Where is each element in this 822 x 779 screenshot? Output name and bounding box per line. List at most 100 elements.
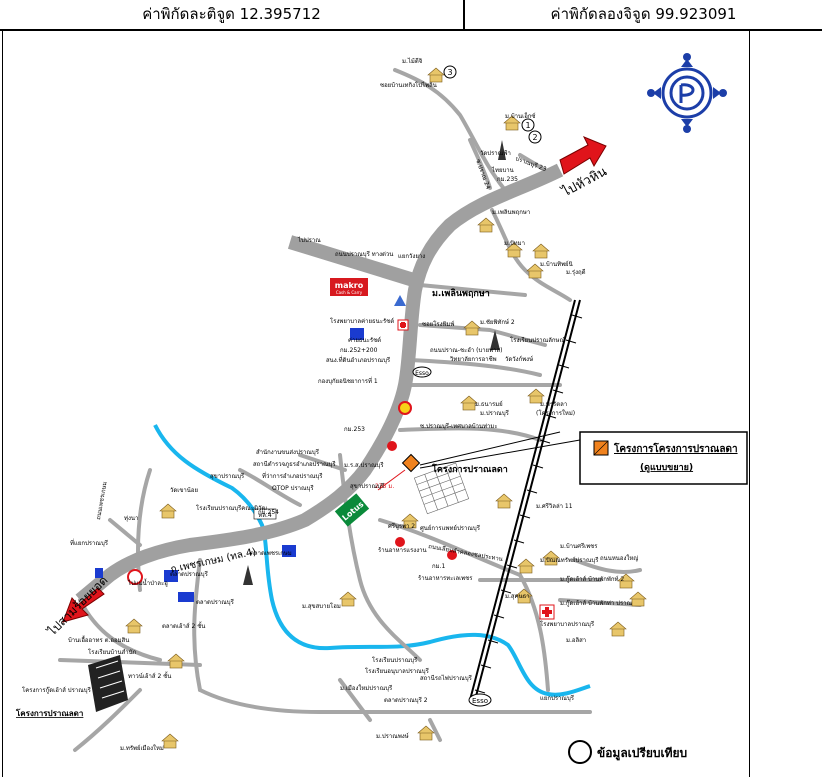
label-phetkasem-market: ตลาดเพชรเกษม bbox=[250, 550, 292, 557]
label-good-house-2: ม.กู๊ดเฮ้าส์ บ้านพักพักท์ 2 bbox=[560, 575, 624, 583]
house-icon bbox=[517, 558, 535, 574]
label-phetkasem-road: ถนนเพชรเกษม bbox=[95, 481, 109, 520]
label-pran-school: โรงเรียนปราณลักษณ์ bbox=[510, 336, 565, 344]
label-alisa: ม.อลิสา bbox=[566, 637, 586, 644]
label-medical-center: ศูนย์การแพทย์ปราณบุรี bbox=[420, 524, 481, 532]
house-icon bbox=[617, 573, 635, 589]
esso-label-2: Esso bbox=[472, 697, 488, 705]
makro-store: makro Cash & Carry bbox=[330, 278, 368, 296]
house-icon bbox=[161, 733, 179, 749]
label-km-254: กม.254 bbox=[258, 509, 279, 516]
label-thung-na: ทุ่งนา bbox=[124, 515, 138, 522]
makro-logo-text: makro bbox=[335, 281, 364, 290]
house-icon bbox=[542, 550, 560, 566]
label-pran-bypass: ถนนปราณบุรี ทางด่วน bbox=[335, 250, 393, 258]
house-icon bbox=[401, 513, 419, 529]
esso-station-2: Esso bbox=[468, 693, 492, 707]
marker-1: 1 bbox=[521, 118, 535, 132]
label-km-235: กม.235 bbox=[497, 176, 518, 183]
label-soi-printing: ซอยโรงพิมพ์ bbox=[422, 320, 454, 328]
label-ban-sri-phet: ม.บ้านศรีเพชร bbox=[560, 542, 598, 550]
project-box-sub: (ดูแบบขยาย) bbox=[640, 463, 693, 473]
label-km-253: กม.253 bbox=[344, 426, 365, 433]
minor-roads bbox=[58, 68, 642, 752]
label-wat-pran-fa: วัดปราณฟ้า bbox=[480, 150, 511, 157]
house-icon bbox=[460, 395, 478, 411]
label-townhouse-market: ตลาดเฮ้าส์ 2 ชั้น bbox=[162, 620, 205, 630]
latitude-label: ค่าพิกัดละติจูด 12.395712 bbox=[142, 5, 321, 23]
house-icon bbox=[463, 320, 481, 336]
label-nong-yai: ถนนหนองใหญ่ bbox=[600, 554, 638, 562]
label-km-1: กม.1 bbox=[432, 563, 445, 570]
label-pran-hospital: โรงพยาบาลปราณบุรี bbox=[540, 620, 595, 628]
house-icon bbox=[629, 591, 647, 607]
esso-label-1: Esso bbox=[415, 370, 429, 377]
label-vocational: วิทยาลัยการอาชีพ bbox=[449, 355, 496, 363]
label-km-252: กม.252+200 bbox=[340, 347, 378, 354]
label-thanarat-hospital: โรงพยาบาลค่ายธนะรัชต์ bbox=[330, 317, 394, 325]
label-wat-wang: วัดวังก์พงษ์ bbox=[505, 355, 533, 363]
label-rs-pran: ม.ร.ส.ปราณบุรี bbox=[344, 461, 384, 469]
house-icon bbox=[526, 263, 544, 279]
label-pran-school-2: โรงเรียนปราณบุรี bbox=[372, 656, 418, 664]
arrow-to-sam-roi-yot bbox=[62, 587, 105, 623]
label-restaurant-2: ร้านอาหารทะเลเพชร bbox=[418, 575, 473, 582]
longitude-label: ค่าพิกัดลองจิจูด 99.923091 bbox=[550, 5, 737, 23]
label-sukha-2: สุขาปราณบุรี bbox=[210, 472, 245, 480]
label-pranlada-project: โครงการปราณลดา bbox=[15, 708, 83, 718]
label-sriburapha: ศรีบูรพา 2 bbox=[388, 522, 415, 530]
project-callout[interactable]: โครงการโครงการปราณลดา (ดูแบบขยาย) bbox=[579, 431, 748, 485]
government-icons bbox=[95, 328, 364, 602]
label-ban-thip: ม.บ้านทิพย์นิ bbox=[540, 260, 573, 268]
label-pannasap: ม.ปัณณทรัพย์ปราณบุรี bbox=[540, 556, 599, 564]
label-yaek-pran-2: แยกปราณบุรี bbox=[540, 694, 575, 702]
label-thanarat-camp: ค่ายธนะรัชต์ bbox=[348, 336, 381, 344]
map-frame bbox=[2, 31, 750, 777]
label-ban-x: ม.บ้านเอ็กซ์ bbox=[505, 111, 536, 120]
house-icon bbox=[159, 503, 177, 519]
label-pranpong: ม.ปราณพงษ์ bbox=[376, 732, 409, 740]
label-soi-ban-tek: ซอยบ้านเทกิงโบ่ไพลิน bbox=[380, 81, 437, 89]
label-pran-cha-am: ถนนปราณ-ชะอำ (บายพาส) bbox=[430, 347, 503, 354]
project-distance: 275 ม. bbox=[375, 483, 394, 490]
label-railway-station: สถานีรถไฟปราณบุรี bbox=[420, 674, 473, 682]
label-good-house-pran: ม.กู๊ดเฮ้าส์ บ้านพักท่า ปราณ bbox=[560, 599, 633, 607]
label-pai-pran: ไปปราณ bbox=[297, 236, 321, 244]
label-restaurant-1: ร้านอาหารแรงงาน bbox=[378, 547, 427, 554]
label-pa-la-u: ไปแม่น้ำป่าละอู bbox=[127, 577, 168, 587]
label-phonratla: ม.พรรัตลา bbox=[540, 401, 567, 408]
label-pran-market-1: ตลาดปราณบุรี bbox=[170, 570, 209, 578]
house-icon bbox=[427, 67, 445, 83]
label-soi-pran-thesaban: ซ.ปราณบุรี-เทศบาลบ้านท่ามะ bbox=[420, 422, 498, 430]
label-yaek-pran-1: ที่แยกปราณบุรี bbox=[70, 539, 109, 547]
label-pran-market-3: ตลาดปราณบุรี 2 bbox=[384, 696, 428, 704]
label-wat-khao-noi: วัดเขาน้อย bbox=[170, 487, 198, 494]
main-road-phetkasem bbox=[75, 163, 564, 606]
label-good-house-project: โครงการกู๊ดเฮ้าส์ ปราณบุรี bbox=[22, 686, 92, 694]
makro-sub-text: Cash & Carry bbox=[336, 290, 363, 295]
label-chai-phithak: ม.ชัยพิทักษ์ 2 bbox=[480, 318, 515, 326]
house-icon bbox=[503, 115, 521, 131]
label-ploen-phruek-1: ม.เพลินพฤกษา bbox=[492, 209, 530, 216]
label-baan-uea-arthon: บ้านเอื้ออาทร ต.ออมสิน bbox=[68, 634, 129, 644]
label-district-office: ที่ว่าการอำเภอปราณบุรี bbox=[262, 472, 323, 480]
house-icon bbox=[527, 388, 545, 404]
label-pathama: ม.ปัทมา bbox=[504, 240, 525, 247]
house-icon bbox=[515, 588, 533, 604]
temple-icon bbox=[243, 140, 506, 585]
label-ban-samnak: โรงเรียนบ้านสำนัก bbox=[88, 648, 137, 656]
label-mueang-mai: ม.เมืองใหม่ปราณบุรี bbox=[340, 684, 393, 692]
road-number-label: ทล.4 bbox=[258, 512, 272, 519]
house-icon bbox=[609, 621, 627, 637]
house-icon bbox=[505, 242, 523, 258]
house-icons bbox=[125, 67, 647, 749]
compass-rose-icon bbox=[647, 53, 727, 133]
marker-2: 2 bbox=[528, 130, 542, 144]
label-sukha-pran: สุขาปราณบุรี bbox=[350, 482, 385, 490]
label-land-office: สนง.ที่ดินอำเภอปราณบุรี bbox=[326, 356, 391, 364]
railway bbox=[469, 299, 583, 701]
house-icon bbox=[125, 618, 143, 634]
label-sriwilla: ม.ศรีวิลล่า 11 bbox=[536, 502, 573, 510]
